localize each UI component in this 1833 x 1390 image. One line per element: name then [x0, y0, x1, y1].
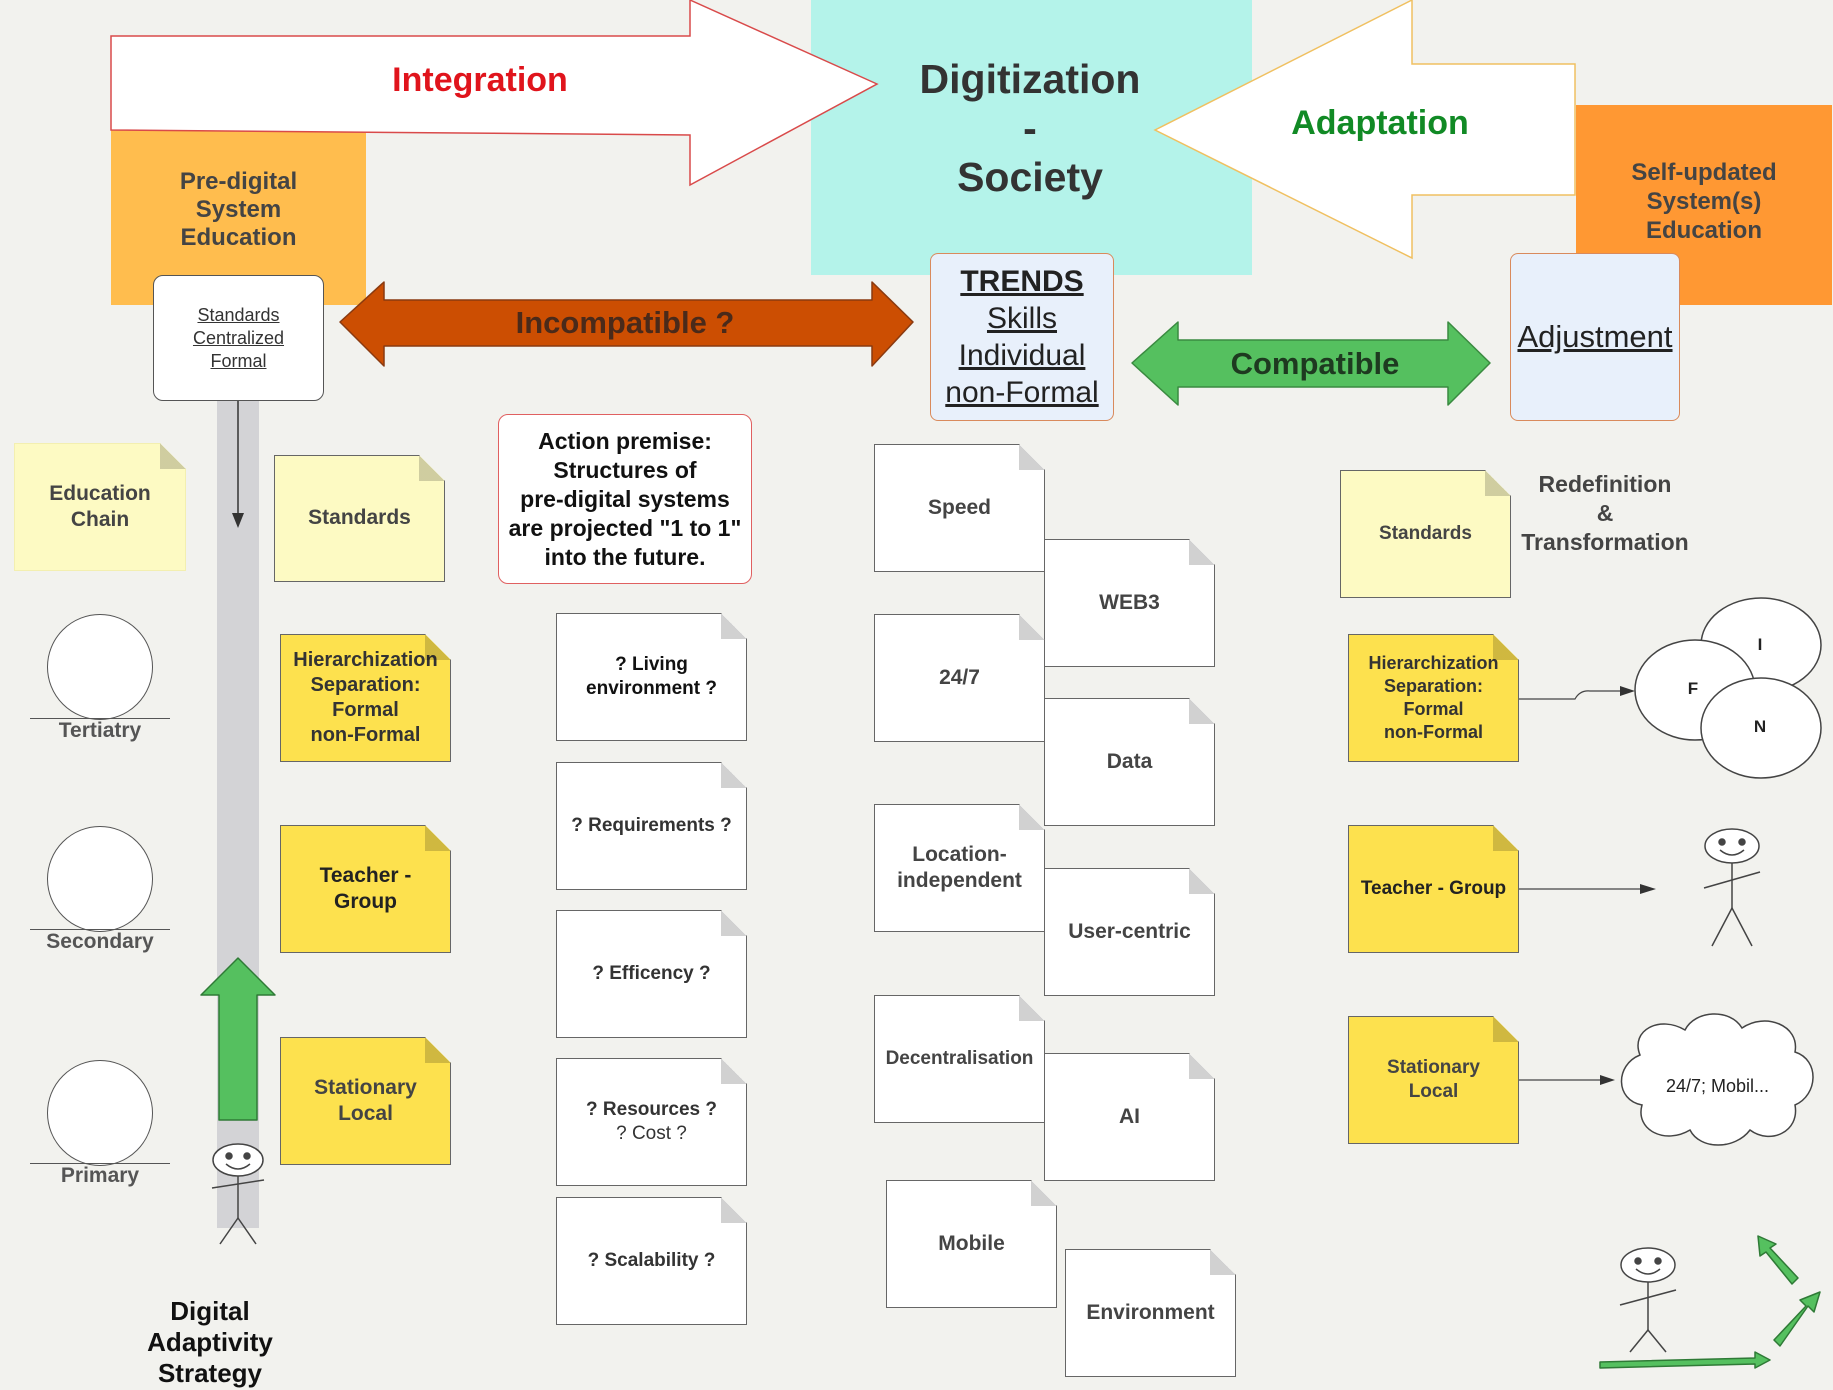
green-arrow-up-right: [1773, 1291, 1821, 1347]
redefinition-label: Redefinition & Transformation: [1521, 471, 1689, 555]
stationary-local-note-left: Stationary Local: [280, 1037, 451, 1165]
primary-label: Primary: [30, 1163, 170, 1188]
tertiary-label: Tertiatry: [30, 718, 170, 743]
fin-label-n: N: [1753, 717, 1767, 736]
integration-label: Integration: [392, 60, 568, 99]
secondary-label: Secondary: [30, 929, 170, 954]
question-scalability: ? Scalability ?: [556, 1197, 747, 1325]
stationary-local-note-right: Stationary Local: [1348, 1016, 1519, 1144]
trend-24-7: 24/7: [874, 614, 1045, 742]
standards-note-left: Standards: [274, 455, 445, 582]
adjustment-box: Adjustment: [1510, 253, 1680, 421]
pre-digital-label: Pre-digital System Education: [179, 168, 298, 251]
connector-hierarchization: [1519, 690, 1620, 700]
cloud-text: 24/7; Mobil...: [1665, 1075, 1770, 1096]
digitization-title: Digitization - Society: [919, 56, 1141, 200]
trend-user-centric: User-centric: [1044, 868, 1215, 996]
primary-circle: [47, 1060, 153, 1166]
integration-arrow: [110, 0, 879, 187]
compatible-arrow: [1131, 321, 1491, 406]
trend-mobile: Mobile: [886, 1180, 1057, 1308]
question-efficency: ? Efficency ?: [556, 910, 747, 1038]
hierarchization-note-right: Hierarchization Separation: Formal non-F…: [1348, 634, 1519, 762]
teacher-group-note-left: Teacher - Group: [280, 825, 451, 953]
fin-circles: [1634, 597, 1822, 779]
self-updated-label: Self-updated System(s) Education: [1631, 159, 1777, 244]
trend-environment: Environment: [1065, 1249, 1236, 1377]
action-premise-box: Action premise: Structures of pre-digita…: [498, 414, 752, 584]
compatible-label: Compatible: [1230, 345, 1400, 381]
trend-location-independent: Location-independent: [874, 804, 1045, 932]
down-arrow-head: [232, 513, 244, 528]
fin-label-f: F: [1687, 679, 1699, 698]
teacher-group-note-right: Teacher - Group: [1348, 825, 1519, 953]
stick-figure-teacher: [1703, 828, 1761, 947]
stick-figure-left: [211, 1143, 265, 1245]
question-requirements: ? Requirements ?: [556, 762, 747, 890]
trend-web3: WEB3: [1044, 539, 1215, 667]
adaptation-label: Adaptation: [1291, 103, 1469, 142]
adaptation-arrow: [1153, 0, 1576, 260]
incompatible-label: Incompatible ?: [515, 305, 735, 340]
secondary-circle: [47, 826, 153, 932]
strategy-label: Digital Adaptivity Strategy: [147, 1296, 273, 1388]
trend-speed: Speed: [874, 444, 1045, 572]
green-arrow-horizontal: [1599, 1351, 1771, 1369]
tertiary-circle: [47, 614, 153, 720]
stick-figure-bottom-right: [1619, 1247, 1677, 1353]
up-green-arrow: [200, 957, 276, 1121]
standards-centralized-box: Standards Centralized Formal: [153, 275, 324, 401]
question-resources: ? Resources ? ? Cost ?: [556, 1058, 747, 1186]
incompatible-arrow: [339, 281, 914, 367]
standards-note-right: Standards: [1340, 470, 1511, 598]
cloud-shape: [1620, 1013, 1814, 1146]
trends-box: TRENDS Skills Individual non-Formal: [930, 253, 1114, 421]
trend-data: Data: [1044, 698, 1215, 826]
fin-label-i: I: [1757, 635, 1763, 654]
trend-decentralisation: Decentralisation: [874, 995, 1045, 1123]
green-arrow-up-left: [1757, 1235, 1799, 1285]
